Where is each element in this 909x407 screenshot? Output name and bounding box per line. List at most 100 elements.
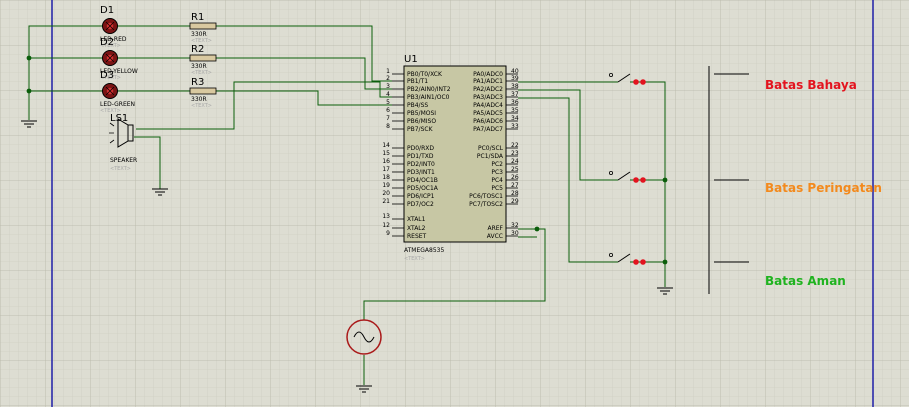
switch-contact-icon bbox=[633, 79, 639, 85]
pin-name: PC0/SCL bbox=[478, 145, 504, 152]
level-switch-2[interactable] bbox=[609, 170, 646, 183]
switch-contact-icon bbox=[640, 79, 646, 85]
resistor-text-placeholder: <TEXT> bbox=[191, 70, 212, 76]
wires bbox=[28, 25, 666, 385]
pin-name: PC7/TOSC2 bbox=[469, 201, 503, 208]
pin-number: 24 bbox=[511, 158, 519, 165]
pin-number: 28 bbox=[511, 190, 519, 197]
led-text-placeholder: <TEXT> bbox=[100, 75, 121, 81]
pin-number: 6 bbox=[386, 107, 390, 114]
mcu-ref: U1 bbox=[404, 54, 418, 65]
zone-label-safe: Batas Aman bbox=[765, 274, 846, 288]
pin-number: 4 bbox=[386, 91, 390, 98]
speaker-cone-icon bbox=[117, 118, 129, 148]
sine-wave-icon bbox=[353, 331, 375, 343]
resistor-ref: R2 bbox=[191, 44, 204, 55]
switch-group[interactable] bbox=[609, 73, 646, 265]
junction-dots bbox=[26, 55, 668, 265]
resistor-text-placeholder: <TEXT> bbox=[191, 103, 212, 109]
pin-number: 40 bbox=[511, 68, 519, 75]
wire-r2-pb2 bbox=[216, 57, 392, 90]
mcu-pin-left[interactable]: 17 PD3/INT1 bbox=[382, 166, 435, 176]
mcu-text-placeholder: <TEXT> bbox=[404, 256, 425, 262]
resistor-body-icon bbox=[189, 22, 217, 30]
led-ref: D1 bbox=[100, 5, 114, 16]
pin-name: PA4/ADC4 bbox=[473, 102, 503, 109]
led-text-placeholder: <TEXT> bbox=[100, 43, 121, 49]
pin-number: 7 bbox=[386, 115, 390, 122]
pin-number: 39 bbox=[511, 75, 519, 82]
pin-number: 9 bbox=[386, 230, 390, 237]
speaker-text-placeholder: <TEXT> bbox=[110, 166, 131, 172]
level-switch-1[interactable] bbox=[609, 73, 646, 85]
resistor-body-icon bbox=[189, 87, 217, 95]
pin-name: PD3/INT1 bbox=[407, 169, 435, 176]
wire-adc2-switch2 bbox=[518, 89, 618, 181]
mcu-right-pins[interactable]: 40PA0/ADC039PA1/ADC138PA2/ADC237PA3/ADC3… bbox=[469, 68, 519, 240]
level-switch-3[interactable] bbox=[609, 252, 646, 265]
ac-source-circle-icon bbox=[346, 319, 382, 355]
speaker[interactable]: LS1 SPEAKER <TEXT> bbox=[109, 113, 137, 172]
led-text-placeholder: <TEXT> bbox=[100, 108, 121, 114]
pin-number: 3 bbox=[386, 83, 390, 90]
led-group[interactable]: D1LED-RED<TEXT>D2LED-YELLOW<TEXT>D3LED-G… bbox=[100, 5, 138, 114]
ac-voltage-source[interactable] bbox=[346, 319, 382, 355]
speaker-sound-icon bbox=[109, 122, 115, 144]
pin-number: 17 bbox=[382, 166, 390, 173]
pin-number: 30 bbox=[511, 230, 519, 237]
pin-number: 25 bbox=[511, 166, 519, 173]
pin-name: PC1/SDA bbox=[477, 153, 504, 160]
pin-number: 37 bbox=[511, 91, 519, 98]
wire-ac-source bbox=[363, 228, 546, 320]
pin-number: 1 bbox=[386, 68, 390, 75]
pin-name: PA5/ADC5 bbox=[473, 110, 503, 117]
